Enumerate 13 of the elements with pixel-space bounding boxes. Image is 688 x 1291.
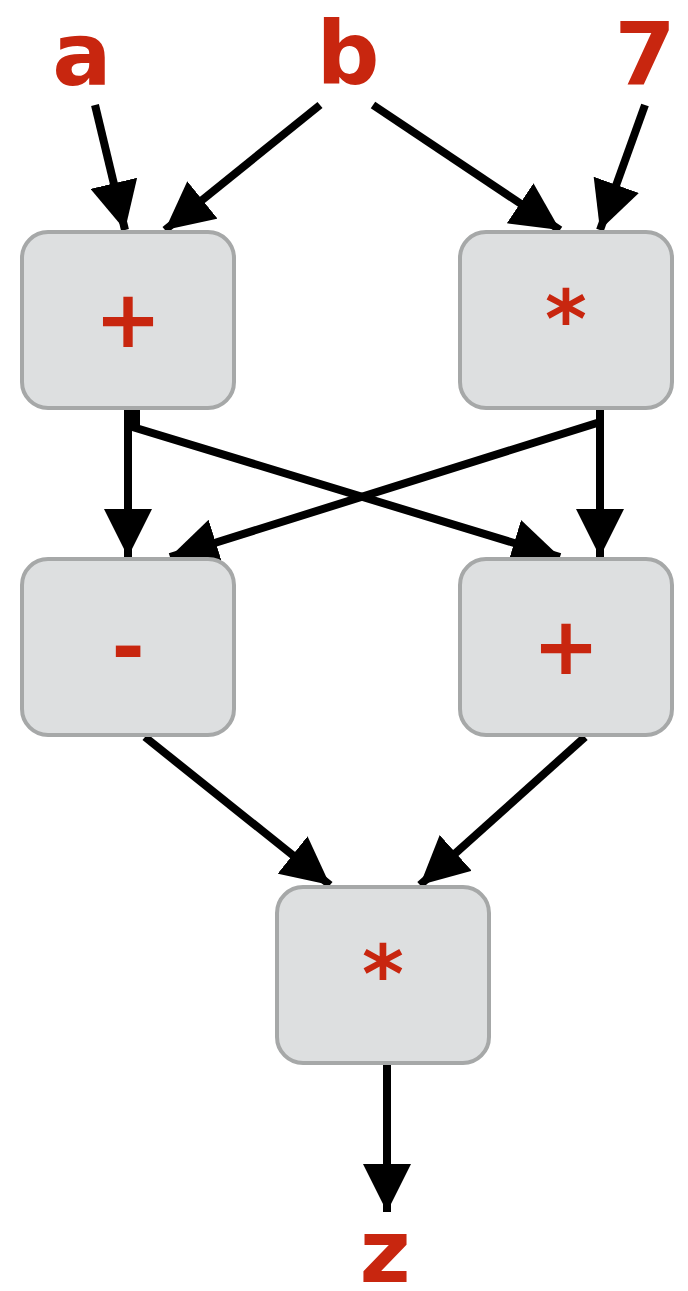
operation-box: + bbox=[458, 557, 674, 737]
arrow bbox=[104, 410, 152, 557]
variable-label: b bbox=[308, 0, 388, 105]
arrow bbox=[417, 734, 588, 888]
variable-label: z bbox=[345, 1212, 425, 1291]
arrow bbox=[593, 103, 649, 232]
operation-box: - bbox=[20, 557, 236, 737]
operation-box: * bbox=[275, 885, 491, 1065]
operation-box: + bbox=[20, 230, 236, 410]
operation-box: * bbox=[458, 230, 674, 410]
arrow bbox=[90, 104, 138, 231]
variable-label: 7 bbox=[610, 5, 680, 105]
variable-label: a bbox=[42, 5, 122, 105]
